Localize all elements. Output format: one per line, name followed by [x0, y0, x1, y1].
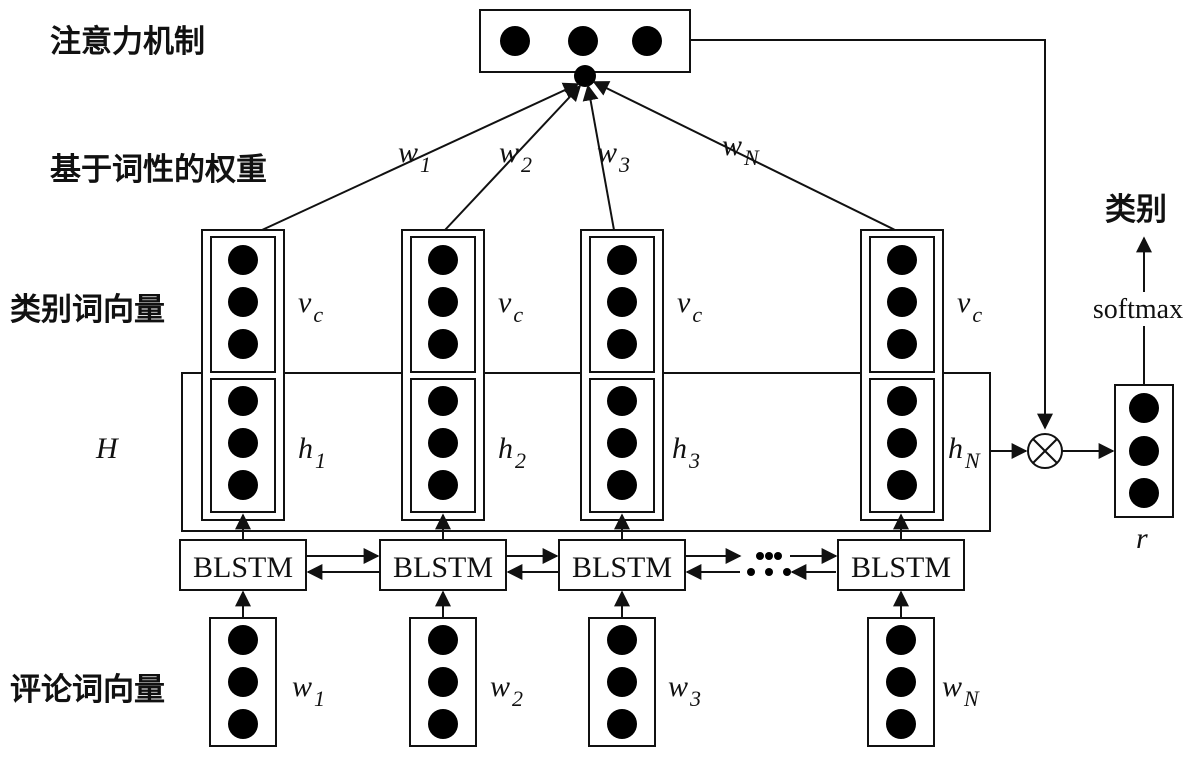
svg-text:wN: wN	[722, 129, 760, 170]
hidden-state-label-N: hN	[948, 432, 981, 473]
svg-text:w1: w1	[398, 136, 431, 177]
label-attention: 注意力机制	[50, 24, 205, 60]
label-H: H	[95, 432, 120, 465]
weight-arrow-1	[261, 82, 580, 231]
weight-label-3: w3	[597, 136, 630, 177]
category-vector-label-3: vc	[677, 286, 702, 327]
blstm-cell-1: BLSTM	[179, 539, 307, 591]
attention-anchor-dot	[574, 65, 596, 87]
label-category-output: 类别	[1105, 192, 1167, 228]
input-vector-N	[867, 617, 935, 747]
circled-times-icon	[1027, 433, 1063, 469]
category-vector-label-2: vc	[498, 286, 523, 327]
category-vector-label-1: vc	[298, 286, 323, 327]
attention-dot	[568, 26, 598, 56]
svg-text:BLSTM: BLSTM	[193, 551, 293, 584]
blstm-cell-2: BLSTM	[379, 539, 507, 591]
word-column-2	[401, 229, 485, 521]
dotted-ellipsis-icon	[747, 552, 791, 576]
hidden-state-label-2: h2	[498, 432, 526, 473]
weight-arrow-3	[582, 84, 615, 231]
word-column-N	[860, 229, 944, 521]
input-vector-1	[209, 617, 277, 747]
svg-text:w2: w2	[499, 136, 532, 177]
input-word-label-1: w1	[292, 670, 325, 711]
input-word-label-N: wN	[942, 670, 980, 711]
svg-text:BLSTM: BLSTM	[851, 551, 951, 584]
label-pos-weight: 基于词性的权重	[50, 152, 267, 188]
svg-text:BLSTM: BLSTM	[572, 551, 672, 584]
blstm-cell-N: BLSTM	[837, 539, 965, 591]
category-vector-label-N: vc	[957, 286, 982, 327]
attention-to-operator-arrow	[690, 39, 1053, 430]
weight-arrow-2	[444, 84, 582, 231]
weight-label-1: w1	[398, 136, 431, 177]
word-column-3	[580, 229, 664, 521]
input-vector-3	[588, 617, 656, 747]
input-vector-2	[409, 617, 477, 747]
hidden-state-label-3: h3	[672, 432, 700, 473]
softmax-label-bg	[1076, 292, 1200, 326]
blstm-cell-3: BLSTM	[558, 539, 686, 591]
label-review-vector: 评论词向量	[10, 672, 165, 708]
svg-text:w3: w3	[597, 136, 630, 177]
weight-label-2: w2	[499, 136, 532, 177]
input-word-label-2: w2	[490, 670, 523, 711]
word-column-1	[201, 229, 285, 521]
attention-node	[479, 9, 691, 87]
attention-dot	[632, 26, 662, 56]
output-vector-r	[1114, 384, 1174, 518]
svg-text:BLSTM: BLSTM	[393, 551, 493, 584]
weight-label-N: wN	[722, 129, 760, 170]
softmax-label: softmax	[1093, 294, 1183, 325]
hidden-state-label-1: h1	[298, 432, 326, 473]
label-category-vector: 类别词向量	[10, 292, 165, 328]
attention-dot	[500, 26, 530, 56]
output-vector-label: r	[1136, 522, 1148, 555]
weight-arrow-N	[592, 81, 896, 231]
input-word-label-3: w3	[668, 670, 701, 711]
